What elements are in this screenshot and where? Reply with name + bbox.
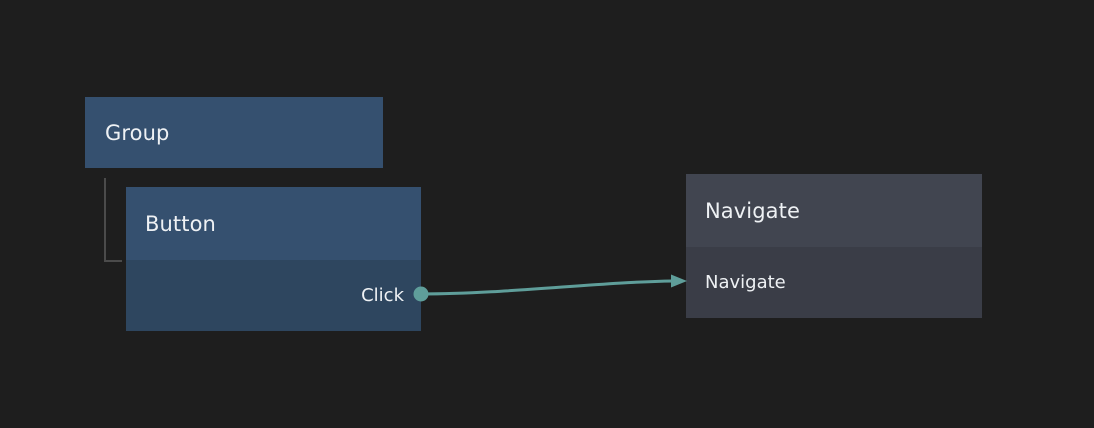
node-button[interactable]: Button Click: [126, 187, 421, 331]
connection-arrow-icon: [671, 274, 687, 288]
group-child-bracket: [104, 178, 122, 262]
node-button-body: Click: [126, 260, 421, 331]
port-row-click[interactable]: Click: [361, 284, 404, 308]
node-button-title: Button: [126, 187, 421, 260]
port-label-navigate: Navigate: [705, 272, 786, 293]
port-row-navigate[interactable]: Navigate: [705, 271, 786, 295]
node-navigate-body: Navigate: [686, 247, 982, 318]
node-navigate[interactable]: Navigate Navigate: [686, 174, 982, 318]
connection-click-to-navigate[interactable]: [419, 279, 675, 296]
node-group-title: Group: [85, 97, 383, 168]
port-label-click: Click: [361, 285, 404, 306]
node-navigate-title: Navigate: [686, 174, 982, 247]
node-group[interactable]: Group: [85, 97, 383, 168]
